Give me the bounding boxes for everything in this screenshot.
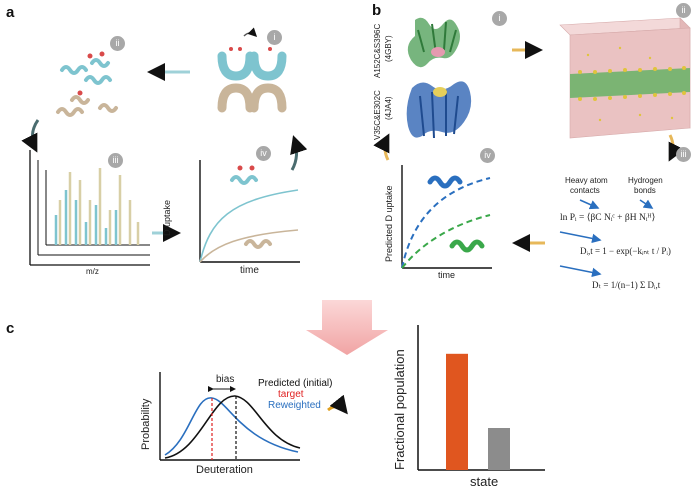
badge-a-iii: iii <box>108 153 123 168</box>
equation-protection-factor: ln Pᵢ = ⟨βC Nᵢᶜ + βH Nᵢᴴ⟩ <box>560 213 656 223</box>
legend-target: target <box>278 389 304 400</box>
contacts-label: contacts <box>570 186 600 195</box>
time-axis-label-b: time <box>438 270 456 280</box>
probability-plot <box>159 372 301 461</box>
panel-a-letter: a <box>6 4 15 21</box>
arrow-ii-to-iii <box>21 119 40 153</box>
badge-a-iv: iv <box>256 146 271 161</box>
bar-state-2 <box>488 428 510 470</box>
hydrogen-label: Hydrogen <box>628 176 663 185</box>
arrow-iv-to-i <box>290 135 308 171</box>
panel-b-letter: b <box>372 2 382 19</box>
arrow-b-iv-to-i <box>373 133 390 161</box>
badge-a-i: i <box>267 30 282 45</box>
protein-dimers-i <box>217 27 287 113</box>
badge-b-i: i <box>492 11 507 26</box>
badge-b-iv: iv <box>480 148 495 163</box>
bar-xlabel: state <box>470 474 499 489</box>
bar-state-1 <box>446 353 468 470</box>
mass-spectrum-iii <box>29 150 150 266</box>
mutant-label-bottom: V35C&E302C <box>373 90 382 140</box>
pdb-label-bottom: (4JA4) <box>384 96 393 120</box>
probability-axis-label: Probability <box>140 398 152 450</box>
pdb-label-top: (4GBY) <box>384 35 393 62</box>
d-uptake-plot-iv <box>199 160 300 263</box>
bias-label: bias <box>216 374 235 385</box>
arrow-contacts <box>579 199 600 210</box>
arrow-to-bar <box>327 394 348 415</box>
peptide-fragments-ii <box>56 51 118 117</box>
arrow-eq1-eq2 <box>559 231 602 244</box>
bonds-label: bonds <box>634 186 656 195</box>
merge-arrow <box>306 300 388 355</box>
heavy-atom-label: Heavy atom <box>565 176 608 185</box>
arrow-b-ii-to-iii <box>668 134 685 162</box>
equation-deuteration-total: Dₜ = 1/(n−1) Σ Dᵢ,t <box>592 280 661 290</box>
badge-a-ii: ii <box>110 36 125 51</box>
arrow-eq2-eq3 <box>559 265 602 278</box>
predicted-uptake-plot-iv <box>401 165 492 269</box>
protein-structure-4gby <box>407 17 460 68</box>
legend-predicted: Predicted (initial) <box>258 378 333 389</box>
arrow-bonds <box>639 199 654 209</box>
d-uptake-axis-label: D uptake <box>162 199 172 236</box>
mz-axis-label: m/z <box>86 267 99 276</box>
deuteration-axis-label: Deuteration <box>196 464 253 476</box>
badge-b-iii: iii <box>676 147 691 162</box>
predicted-uptake-axis-label: Predicted D uptake <box>384 185 394 262</box>
equation-deuteration-residue: Dᵢ,t = 1 − exp(−kᵢₙₜ t / Pᵢ) <box>580 246 671 256</box>
fractional-population-chart <box>417 325 545 471</box>
mutant-label-top: A152C&S396C <box>373 23 382 78</box>
bar-ylabel: Fractional population <box>392 349 407 470</box>
badge-b-ii: ii <box>676 3 691 18</box>
membrane-simulation-box-ii <box>559 17 691 139</box>
protein-structure-4ja4 <box>406 81 472 139</box>
time-axis-label-a: time <box>240 265 259 276</box>
legend-reweighted: Reweighted <box>268 400 321 411</box>
panel-c-letter: c <box>6 320 15 337</box>
